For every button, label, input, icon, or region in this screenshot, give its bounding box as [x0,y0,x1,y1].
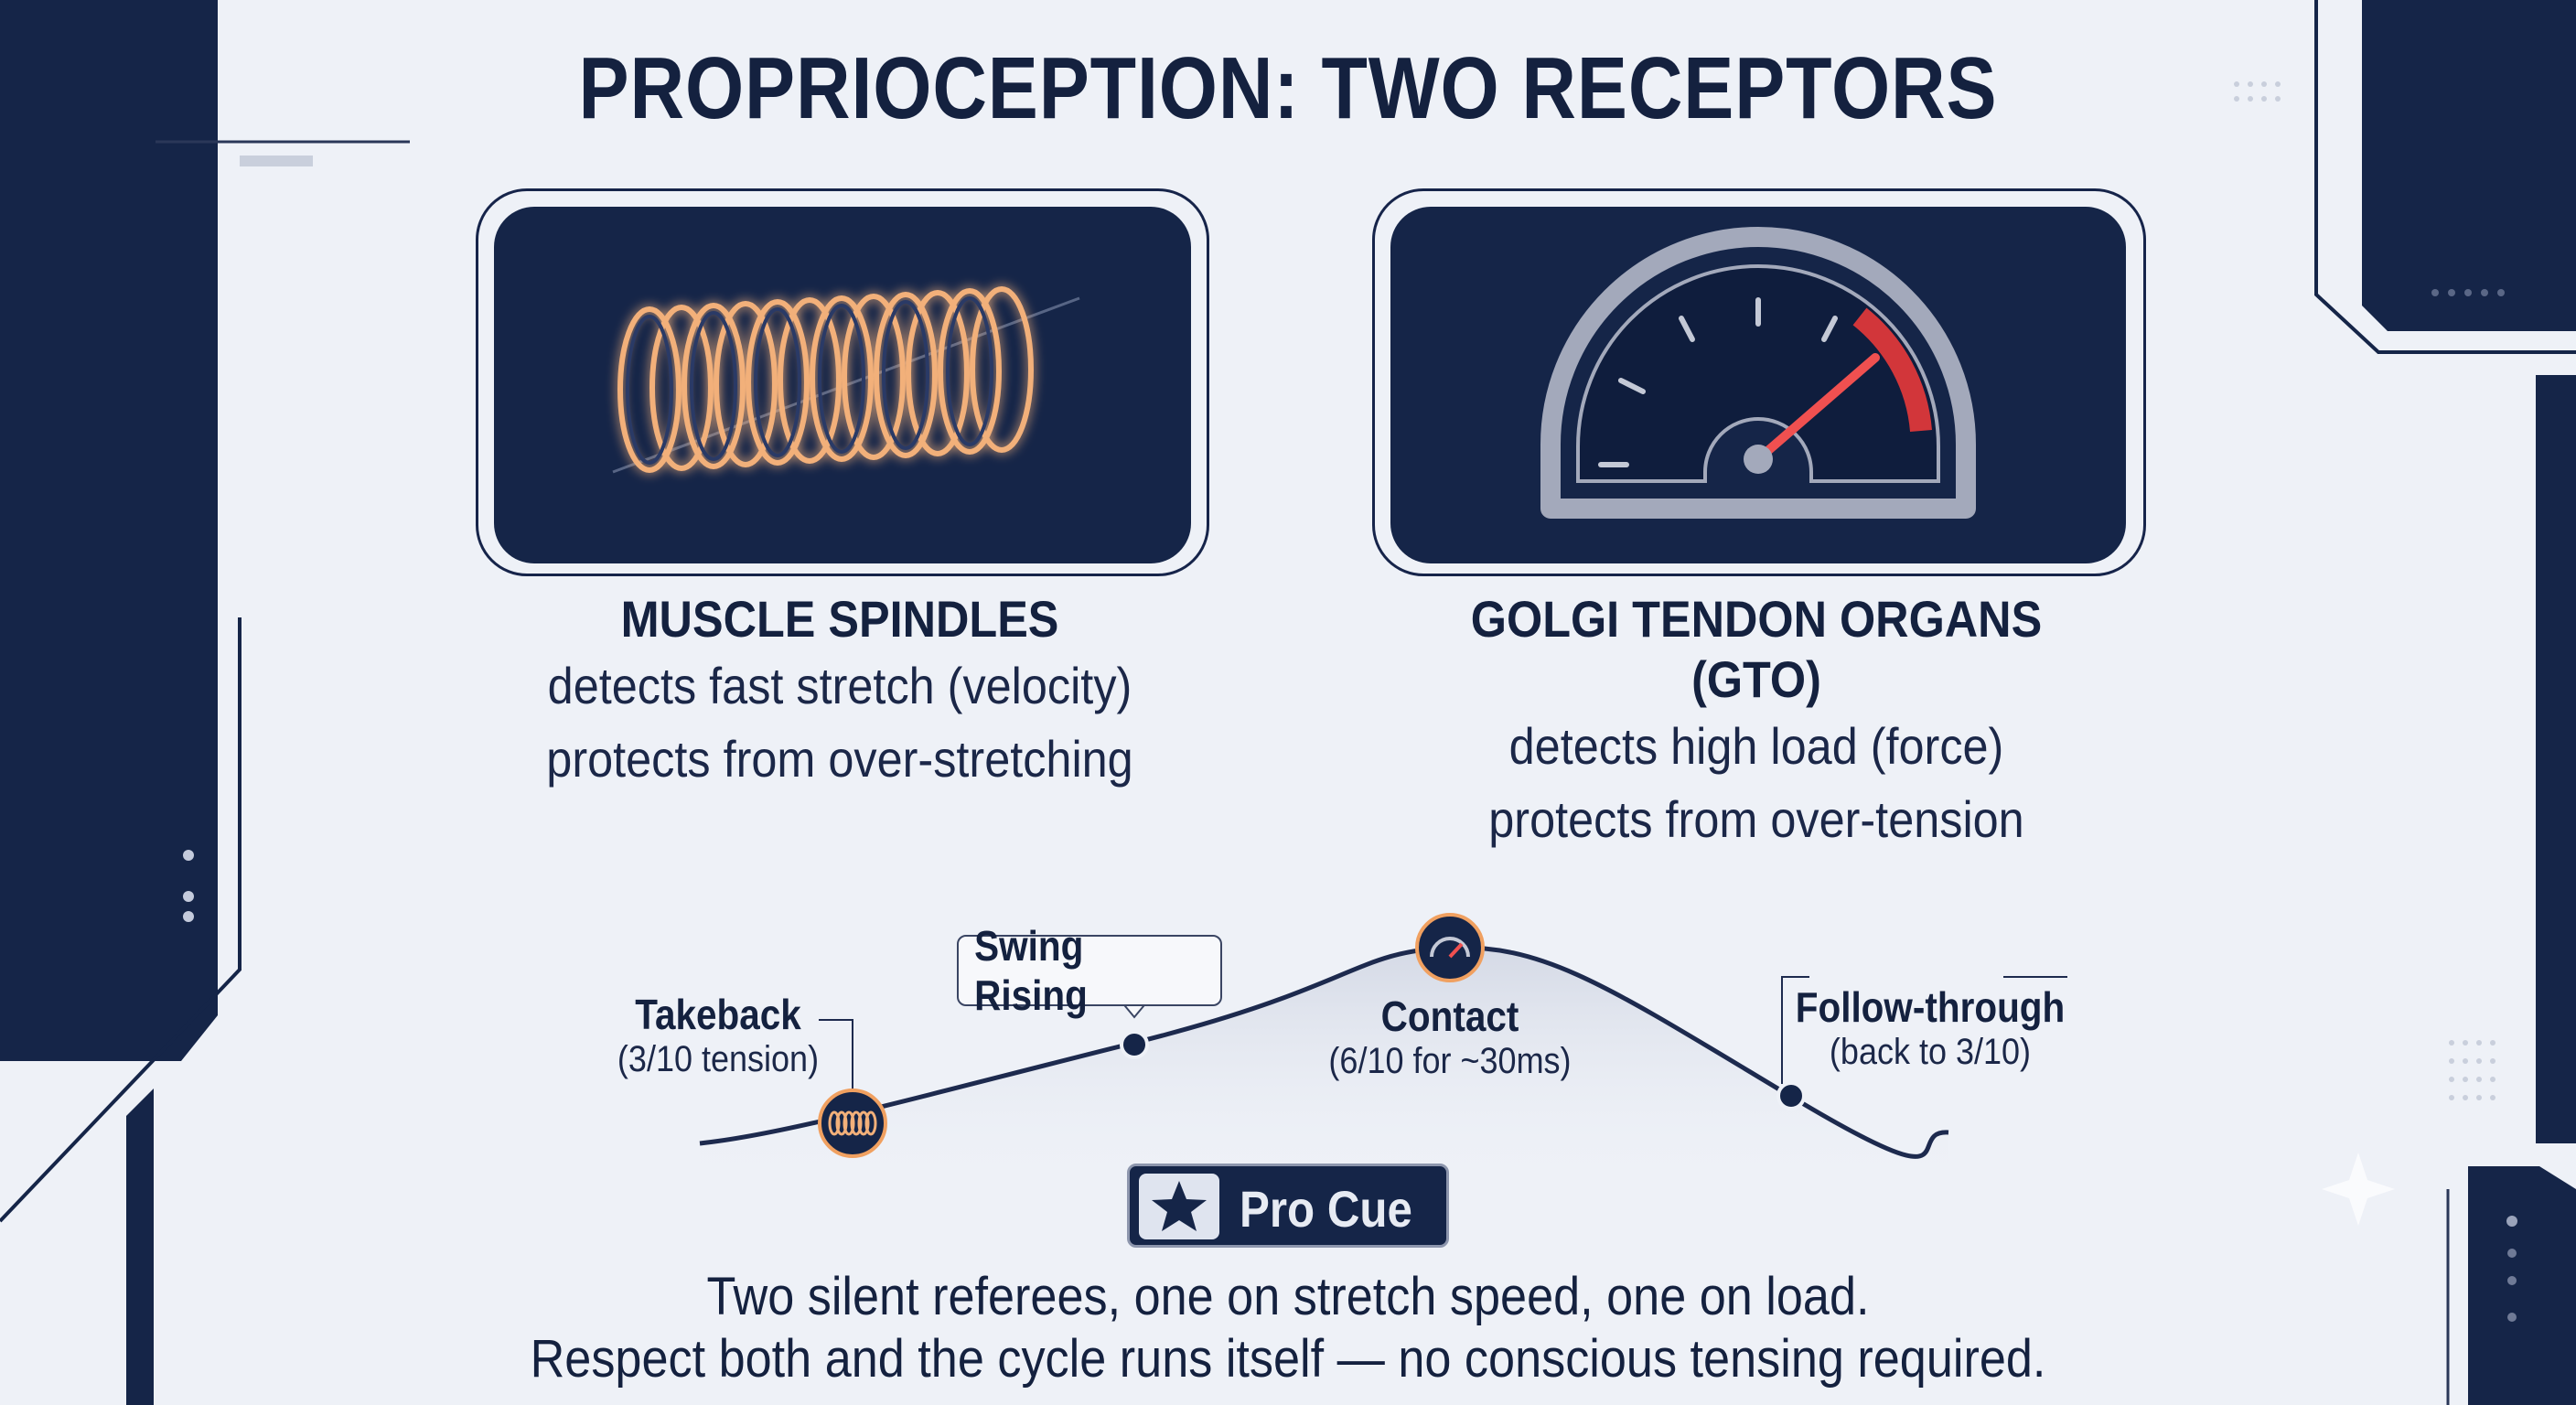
contact-label: Contact (6/10 for ~30ms) [1285,992,1615,1082]
pro-cue-line-1: Two silent referees, one on stretch spee… [706,1267,1870,1326]
contact-title: Contact [1380,992,1519,1040]
contact-sub: (6/10 for ~30ms) [1328,1041,1572,1081]
takeback-label: Takeback (3/10 tension) [585,990,851,1080]
page-title: PROPRIOCEPTION: TWO RECEPTORS [578,39,1998,137]
takeback-marker [818,1089,887,1158]
gto-card [1390,207,2126,563]
muscle-spindles-line-2: protects from over-stretching [546,730,1133,788]
swing-rising-marker [1120,1030,1149,1059]
muscle-spindles-card [494,207,1191,563]
pro-cue-line-2: Respect both and the cycle runs itself —… [530,1329,2046,1389]
star-icon [1139,1174,1219,1239]
follow-through-sub: (back to 3/10) [1829,1032,2032,1072]
gto-text: GOLGI TENDON ORGANS (GTO) detects high l… [1372,589,2141,856]
takeback-sub: (3/10 tension) [617,1039,820,1079]
takeback-title: Takeback [635,991,801,1038]
follow-through-label: Follow-through (back to 3/10) [1775,982,2086,1073]
muscle-spindles-card-frame [476,188,1209,576]
pro-cue-badge: Pro Cue [1127,1164,1449,1248]
follow-through-title: Follow-through [1795,983,2066,1031]
contact-marker [1415,913,1485,982]
gto-card-frame [1372,188,2146,576]
follow-through-connector [1781,976,1809,1084]
gto-line-2: protects from over-tension [1488,790,2024,848]
muscle-spindles-text: MUSCLE SPINDLES detects fast stretch (ve… [476,589,1204,796]
swing-rising-title: Swing Rising [974,922,1088,1019]
muscle-spindles-heading: MUSCLE SPINDLES [620,590,1059,648]
spring-coil-icon [612,286,1080,474]
gauge-icon [1540,227,1976,519]
takeback-connector [819,1019,853,1093]
pro-cue-label: Pro Cue [1240,1180,1412,1238]
follow-through-marker [1776,1081,1806,1110]
muscle-spindles-line-1: detects fast stretch (velocity) [547,657,1132,714]
tension-curve-fill [700,947,1948,1189]
gto-heading: GOLGI TENDON ORGANS (GTO) [1470,590,2043,708]
swing-rising-callout: Swing Rising [957,922,1222,1019]
gto-line-1: detects high load (force) [1508,717,2004,775]
